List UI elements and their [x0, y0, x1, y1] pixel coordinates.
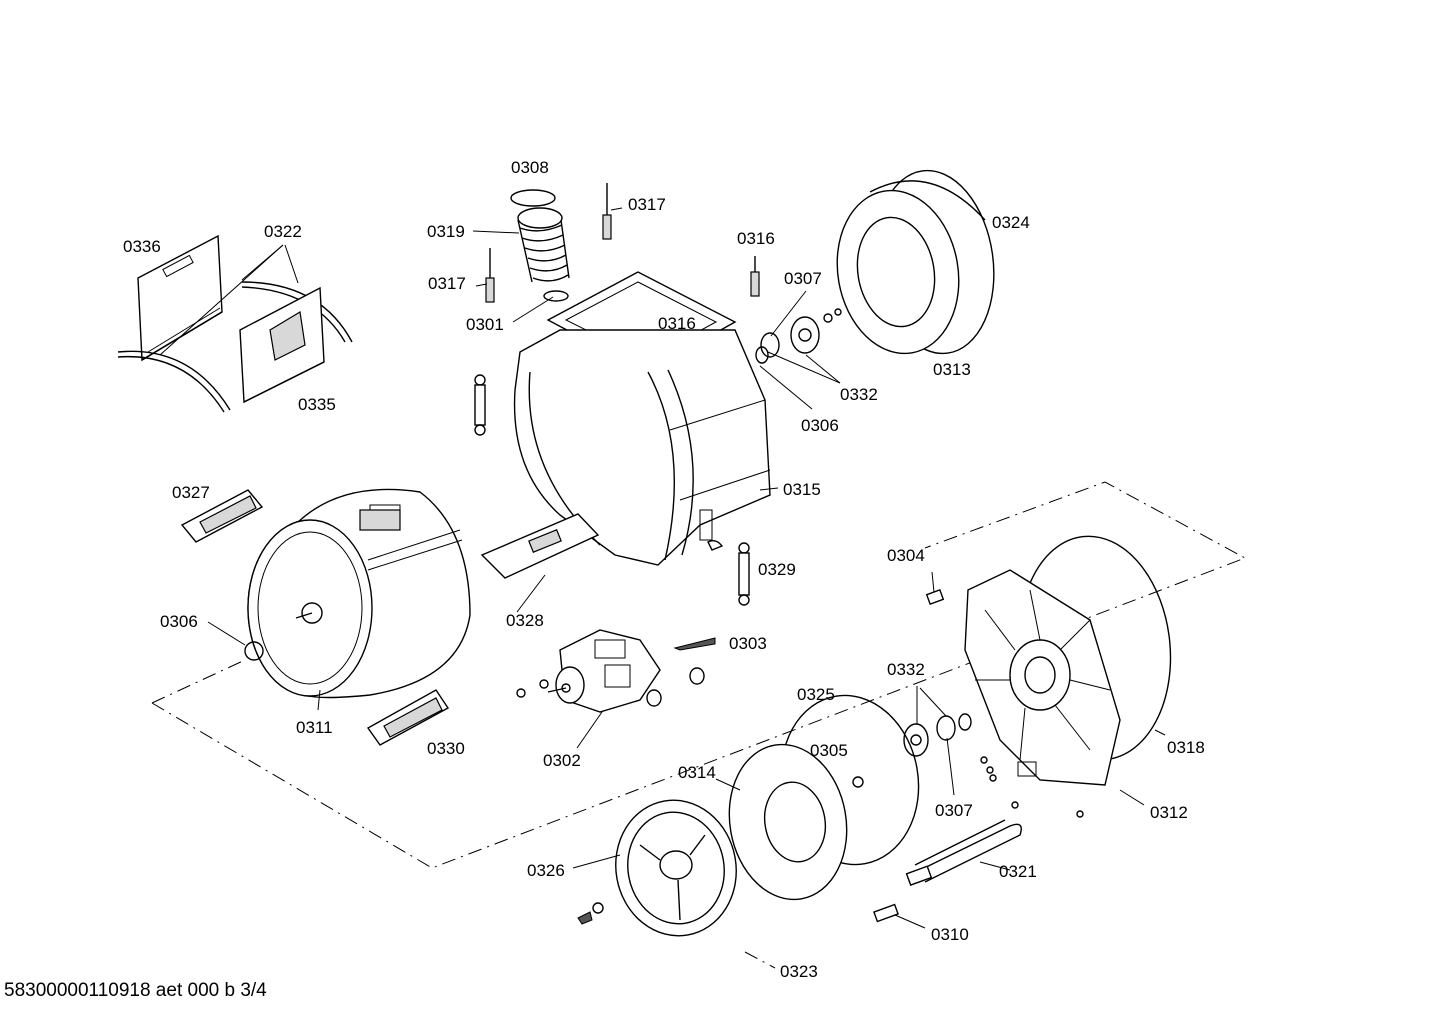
panel-0335 [239, 286, 325, 404]
small-screws [980, 756, 1084, 818]
label-0329: 0329 [758, 560, 796, 579]
shock-absorber-0329 [707, 539, 750, 606]
label-0319: 0319 [427, 222, 465, 241]
window-0326 [615, 799, 737, 937]
sensor-0310 [873, 903, 899, 923]
screw-0323 [577, 902, 604, 925]
screw-0303 [673, 637, 716, 651]
label-0314: 0314 [678, 763, 716, 782]
label-0308: 0308 [511, 158, 549, 177]
label-0316-center: 0316 [658, 314, 696, 333]
label-0316-right: 0316 [737, 229, 775, 248]
motor-0302 [547, 629, 661, 713]
label-0326: 0326 [527, 861, 565, 880]
label-0332-lower: 0332 [887, 660, 925, 679]
label-0306-lower: 0306 [160, 612, 198, 631]
label-0311: 0311 [296, 718, 333, 737]
heater-0321 [905, 819, 1022, 886]
leader-lines [159, 207, 1166, 929]
label-0330: 0330 [427, 739, 465, 758]
drum-0311 [247, 488, 471, 699]
label-0317-upper: 0317 [628, 195, 666, 214]
spring-0316-right [750, 256, 760, 297]
hose-0319 [510, 189, 570, 302]
label-0301: 0301 [466, 315, 504, 334]
label-0307-lower: 0307 [935, 801, 973, 820]
tub-front-0312 [964, 569, 1121, 786]
document-id-footer: 58300000110918 aet 000 b 3/4 [4, 980, 267, 1001]
part-labels: 0308 0317 0319 0317 0301 0316 0316 0336 … [123, 158, 1205, 981]
label-0317-lower: 0317 [428, 274, 466, 293]
label-0306-upper: 0306 [801, 416, 839, 435]
label-0310: 0310 [931, 925, 969, 944]
bushings [516, 667, 705, 707]
tub-0315 [513, 271, 771, 566]
label-0324: 0324 [992, 213, 1030, 232]
label-0318: 0318 [1167, 738, 1205, 757]
weight-0313 [836, 189, 960, 355]
label-0328: 0328 [506, 611, 544, 630]
baffle-0327 [180, 489, 264, 543]
label-0332-upper: 0332 [840, 385, 878, 404]
label-0303: 0303 [729, 634, 767, 653]
label-0321: 0321 [999, 862, 1037, 881]
clip-0304 [925, 589, 945, 605]
label-0327: 0327 [172, 483, 210, 502]
label-0323: 0323 [780, 962, 818, 981]
assembly-boundary [151, 481, 1247, 969]
spring-0317-upper [602, 183, 612, 240]
label-0336: 0336 [123, 237, 161, 256]
label-0304: 0304 [887, 546, 925, 565]
label-0322: 0322 [264, 222, 302, 241]
label-0315: 0315 [783, 480, 821, 499]
seal-0306-lower [244, 641, 264, 661]
label-0305: 0305 [810, 741, 848, 760]
label-0312: 0312 [1150, 803, 1188, 822]
flange-0332-lower [903, 713, 972, 757]
plate-0328 [480, 513, 600, 579]
flange-0332-upper [755, 308, 842, 364]
label-0335: 0335 [298, 395, 336, 414]
panel-0336 [137, 234, 223, 362]
ring-0314 [728, 743, 848, 901]
baffle-0330 [366, 689, 450, 746]
label-0307-upper: 0307 [784, 269, 822, 288]
label-0313: 0313 [933, 360, 971, 379]
shock-absorber-left [474, 374, 486, 436]
label-0302: 0302 [543, 751, 581, 770]
label-0325: 0325 [797, 685, 835, 704]
spring-0317-lower [485, 248, 495, 303]
